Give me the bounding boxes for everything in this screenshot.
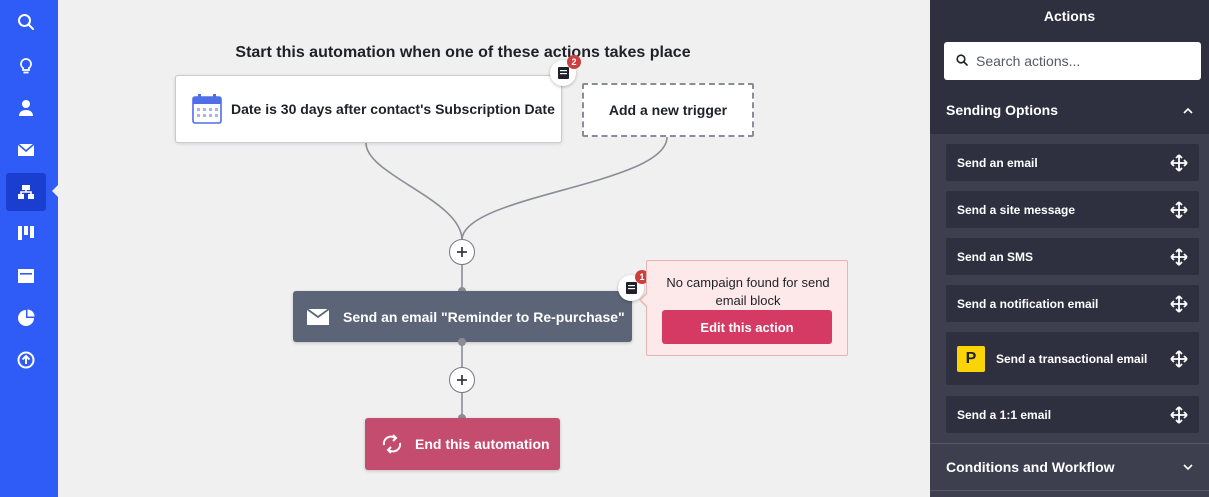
action-item-label: Send a notification email [957, 296, 1099, 311]
action-item-transactional-email[interactable]: P Send a transactional email [946, 332, 1199, 385]
connection-lines [365, 136, 668, 418]
plus-icon [457, 247, 467, 257]
drag-move-icon[interactable] [1170, 349, 1188, 368]
trigger-block[interactable]: Date is 30 days after contact's Subscrip… [175, 75, 562, 143]
nav-upgrade[interactable] [6, 341, 46, 379]
nav-deals[interactable] [6, 214, 46, 252]
action-item-site-message[interactable]: Send a site message [946, 191, 1199, 228]
section-label: Sending Options [946, 102, 1058, 118]
nav-campaigns[interactable] [6, 131, 46, 169]
search-actions-input[interactable] [944, 42, 1201, 80]
upgrade-icon [17, 351, 35, 369]
lightbulb-icon [20, 58, 32, 74]
action-item-label: Send a 1:1 email [957, 407, 1052, 422]
send-email-action[interactable]: Send an email "Reminder to Re-purchase" [293, 291, 632, 342]
email-icon [17, 143, 35, 156]
action-label: Send an email "Reminder to Re-purchase" [343, 308, 625, 325]
nav-ideas[interactable] [6, 47, 46, 85]
section-divider [930, 490, 1209, 491]
left-nav [0, 0, 59, 497]
notes-count-badge: 1 [635, 270, 649, 284]
nav-contacts[interactable] [6, 89, 46, 127]
connector-dot [458, 338, 466, 346]
action-item-label: Send an SMS [957, 249, 1034, 264]
action-item-sms[interactable]: Send an SMS [946, 238, 1199, 275]
add-step-button[interactable] [449, 239, 475, 265]
drag-move-icon[interactable] [1170, 247, 1188, 266]
drag-move-icon[interactable] [1170, 200, 1188, 219]
add-trigger-button[interactable]: Add a new trigger [582, 83, 754, 137]
add-step-button[interactable] [449, 367, 475, 393]
nav-automations[interactable] [6, 173, 46, 211]
note-icon [557, 67, 569, 79]
edit-action-button[interactable]: Edit this action [662, 310, 832, 344]
actions-panel: Actions Sending Options Send an email Se… [930, 0, 1209, 497]
trigger-label: Date is 30 days after contact's Subscrip… [231, 101, 555, 117]
loop-arrows-icon [382, 434, 402, 454]
note-icon [625, 282, 637, 294]
action-item-one-to-one-email[interactable]: Send a 1:1 email [946, 396, 1199, 433]
warning-tail-fill [640, 294, 647, 306]
drag-move-icon[interactable] [1170, 153, 1188, 172]
notes-count-badge: 2 [567, 55, 581, 69]
end-automation-block[interactable]: End this automation [365, 418, 560, 470]
postmark-logo-icon: P [957, 345, 985, 372]
pipeline-icon [18, 226, 34, 240]
action-item-label: Send a transactional email [996, 351, 1148, 366]
section-label: Conditions and Workflow [946, 459, 1115, 475]
search-icon [18, 14, 34, 30]
calendar-icon [192, 94, 222, 124]
panel-title: Actions [930, 0, 1209, 32]
section-divider [930, 443, 1209, 444]
contacts-icon [19, 100, 33, 116]
nav-website[interactable] [6, 257, 46, 295]
reports-icon [18, 309, 35, 326]
action-item-notification-email[interactable]: Send a notification email [946, 285, 1199, 322]
end-label: End this automation [415, 436, 550, 452]
action-item-left: P Send a transactional email [957, 345, 1148, 372]
automation-canvas: Start this automation when one of these … [58, 0, 930, 497]
chevron-down-icon [1183, 463, 1193, 470]
drag-move-icon[interactable] [1170, 405, 1188, 424]
site-icon [18, 269, 34, 283]
email-icon [307, 308, 329, 325]
active-indicator [52, 184, 59, 198]
section-sending-options[interactable]: Sending Options [930, 86, 1209, 134]
warning-message: No campaign found for send email block [666, 275, 830, 308]
plus-icon [457, 375, 467, 385]
trigger-notes-button[interactable]: 2 [550, 55, 581, 86]
nav-search[interactable] [6, 3, 46, 41]
action-item-label: Send a site message [957, 202, 1076, 217]
search-icon [956, 54, 968, 66]
action-item-label: Send an email [957, 155, 1038, 170]
canvas-title: Start this automation when one of these … [235, 44, 691, 61]
automation-icon [18, 185, 34, 199]
action-item-send-email[interactable]: Send an email [946, 144, 1199, 181]
nav-reports[interactable] [6, 299, 46, 337]
drag-move-icon[interactable] [1170, 294, 1188, 313]
chevron-up-icon [1183, 107, 1193, 114]
search-area [930, 32, 1209, 86]
section-conditions-workflow[interactable]: Conditions and Workflow [930, 443, 1209, 491]
warning-popover: No campaign found for send email block E… [646, 260, 848, 356]
